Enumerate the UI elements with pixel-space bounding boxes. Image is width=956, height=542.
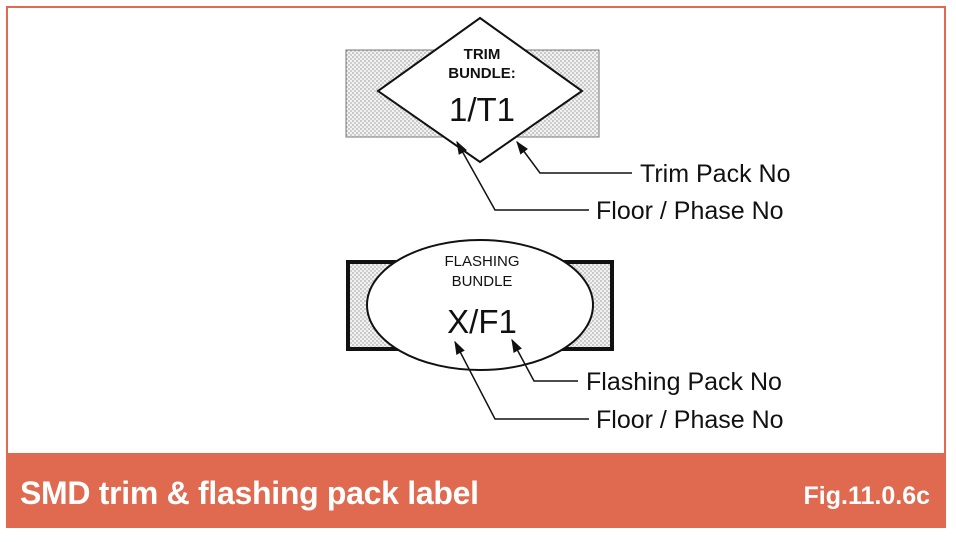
trim-bundle-label: TRIM BUNDLE: 1/T1 <box>345 16 600 164</box>
trim-bundle-title-line2: BUNDLE: <box>448 65 516 82</box>
flashing-right-bracket <box>560 260 614 351</box>
trim-bundle-title-line1: TRIM <box>464 46 501 63</box>
trim-pack-callout-label: Trim Pack No <box>640 160 790 188</box>
flashing-oval-tag <box>366 239 594 371</box>
trim-pack-leader <box>516 140 632 174</box>
flashing-floor-leader <box>454 340 589 420</box>
trim-diamond-tag <box>376 16 584 164</box>
flashing-bundle-title-line1: FLASHING <box>444 253 519 270</box>
figure-number: Fig.11.0.6c <box>803 482 930 510</box>
flashing-pack-callout-label: Flashing Pack No <box>586 368 782 396</box>
flashing-bundle-title-line2: BUNDLE <box>452 273 513 290</box>
trim-bundle-code: 1/T1 <box>449 91 515 128</box>
trim-callouts: Trim Pack No Floor / Phase No <box>456 140 790 225</box>
flashing-bundle-code: X/F1 <box>447 303 517 340</box>
flashing-floor-callout-label: Floor / Phase No <box>596 406 784 434</box>
figure-caption-bar: SMD trim & flashing pack label Fig.11.0.… <box>6 453 946 528</box>
trim-floor-leader <box>456 140 589 211</box>
trim-floor-callout-label: Floor / Phase No <box>596 197 784 225</box>
flashing-left-bracket <box>346 260 400 351</box>
figure-title: SMD trim & flashing pack label <box>20 475 479 511</box>
flashing-bundle-label: FLASHING BUNDLE X/F1 <box>346 239 614 371</box>
flashing-pack-leader <box>511 338 578 382</box>
flashing-callouts: Flashing Pack No Floor / Phase No <box>454 338 784 434</box>
